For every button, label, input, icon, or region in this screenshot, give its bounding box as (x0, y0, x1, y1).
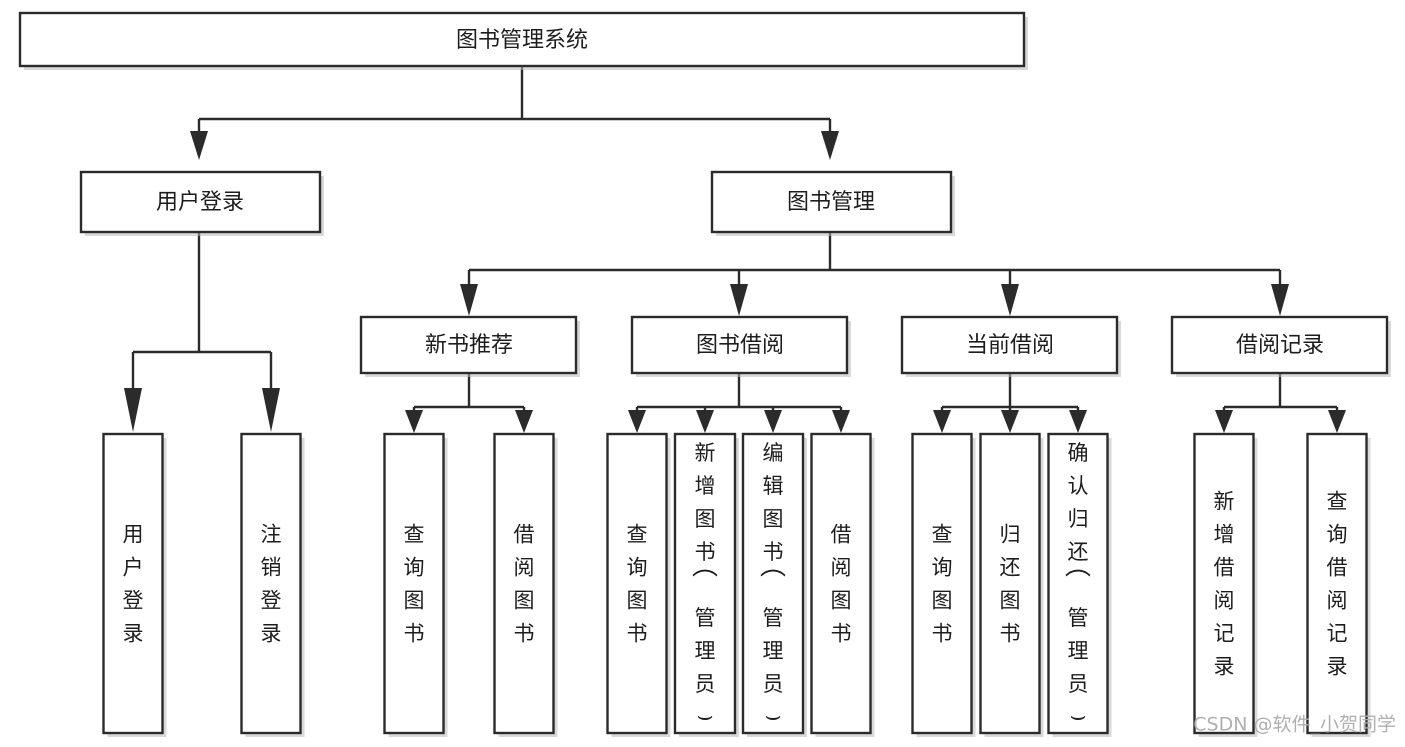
node-new-book-rec-label: 新书推荐 (425, 333, 513, 358)
leaf-node[interactable]: 查询图书 (911, 432, 976, 737)
leaf-node-label: 新增图书⌒管理员⌣ (692, 441, 718, 731)
leaf-node[interactable]: 查询图书 (383, 432, 448, 737)
arrow-head-leaf-user-logout (262, 388, 280, 432)
leaf-node[interactable]: 编辑图书⌒管理员⌣ (741, 432, 807, 737)
arrow-head-leaf-borrow-query-book (628, 410, 646, 433)
node-user-login-label: 用户登录 (156, 190, 244, 215)
node-user-login[interactable]: 用户登录 (79, 170, 324, 236)
leaf-node-label: 归还图书 (1000, 523, 1021, 646)
leaf-node[interactable]: 用户登录 (102, 432, 167, 737)
arrow-head-leaf-borrow-borrow-book (832, 410, 850, 433)
node-current-borrow-label: 当前借阅 (966, 333, 1054, 358)
arrow-head-leaf-rec-query-book (405, 410, 423, 433)
node-book-manage-label: 图书管理 (787, 190, 875, 215)
node-new-book-rec[interactable]: 新书推荐 (359, 315, 580, 377)
arrow-head-leaf-user-login (124, 388, 142, 432)
leaf-node-label: 查询借阅记录 (1327, 490, 1348, 679)
leaf-node-label: 借阅图书 (514, 523, 535, 646)
leaf-node[interactable]: 确认归还⌒管理员⌣ (1047, 432, 1112, 737)
leaf-node-label: 新增借阅记录 (1214, 490, 1235, 679)
leaf-node[interactable]: 注销登录 (240, 432, 305, 737)
watermark-label: CSDN @软件_小贺同学 (1193, 714, 1396, 736)
leaf-node[interactable]: 借阅图书 (810, 432, 875, 737)
arrow-head-new-book-rec (460, 284, 478, 316)
arrow-head-leaf-cur-return-book (1001, 410, 1019, 433)
leaf-node[interactable]: 查询图书 (606, 432, 671, 737)
node-current-borrow[interactable]: 当前借阅 (900, 315, 1121, 377)
leaf-node[interactable]: 归还图书 (979, 432, 1044, 737)
arrow-head-book-manage (821, 131, 839, 160)
leaf-node-label: 编辑图书⌒管理员⌣ (760, 441, 786, 731)
arrow-head-user-login (190, 131, 208, 160)
leaf-node-label: 借阅图书 (831, 523, 852, 646)
leaf-node-label: 确认归还⌒管理员⌣ (1065, 441, 1091, 731)
connector-layer (124, 66, 1346, 433)
leaf-node[interactable]: 借阅图书 (493, 432, 558, 737)
node-book-borrow-label: 图书借阅 (696, 333, 784, 358)
leaf-node-label: 查询图书 (627, 523, 648, 646)
leaf-node-label: 查询图书 (932, 523, 953, 646)
arrow-head-borrow-record (1271, 284, 1289, 316)
arrow-head-book-borrow (730, 284, 748, 316)
node-borrow-record[interactable]: 借阅记录 (1170, 315, 1391, 377)
leaf-node[interactable]: 新增借阅记录 (1193, 432, 1258, 737)
leaf-node-label: 查询图书 (404, 523, 425, 646)
arrow-head-leaf-cur-confirm-return (1069, 410, 1087, 433)
arrow-head-leaf-rec-add-record (1215, 410, 1233, 433)
leaf-node[interactable]: 查询借阅记录 (1306, 432, 1371, 737)
arrow-head-leaf-borrow-add-book (696, 410, 714, 433)
node-book-borrow[interactable]: 图书借阅 (630, 315, 851, 377)
arrow-head-leaf-borrow-edit-book (764, 410, 782, 433)
node-root-label: 图书管理系统 (456, 28, 588, 53)
arrow-head-current-borrow (1001, 284, 1019, 316)
node-root[interactable]: 图书管理系统 (18, 11, 1028, 70)
arrow-head-leaf-rec-borrow-book (515, 410, 533, 433)
node-book-manage[interactable]: 图书管理 (710, 170, 955, 236)
arrow-head-leaf-rec-query-record (1328, 410, 1346, 433)
arrow-head-leaf-cur-query-book (933, 410, 951, 433)
leaf-node-layer: 用户登录 注销登录 查询图书 借阅图书 查询图书 新增图书⌒管理员⌣ 编辑图书⌒管理员⌣ 借阅… (102, 432, 1371, 737)
leaf-node[interactable]: 新增图书⌒管理员⌣ (673, 432, 739, 737)
leaf-node-label: 用户登录 (123, 523, 144, 646)
leaf-node-label: 注销登录 (261, 523, 282, 646)
node-borrow-record-label: 借阅记录 (1236, 333, 1324, 358)
